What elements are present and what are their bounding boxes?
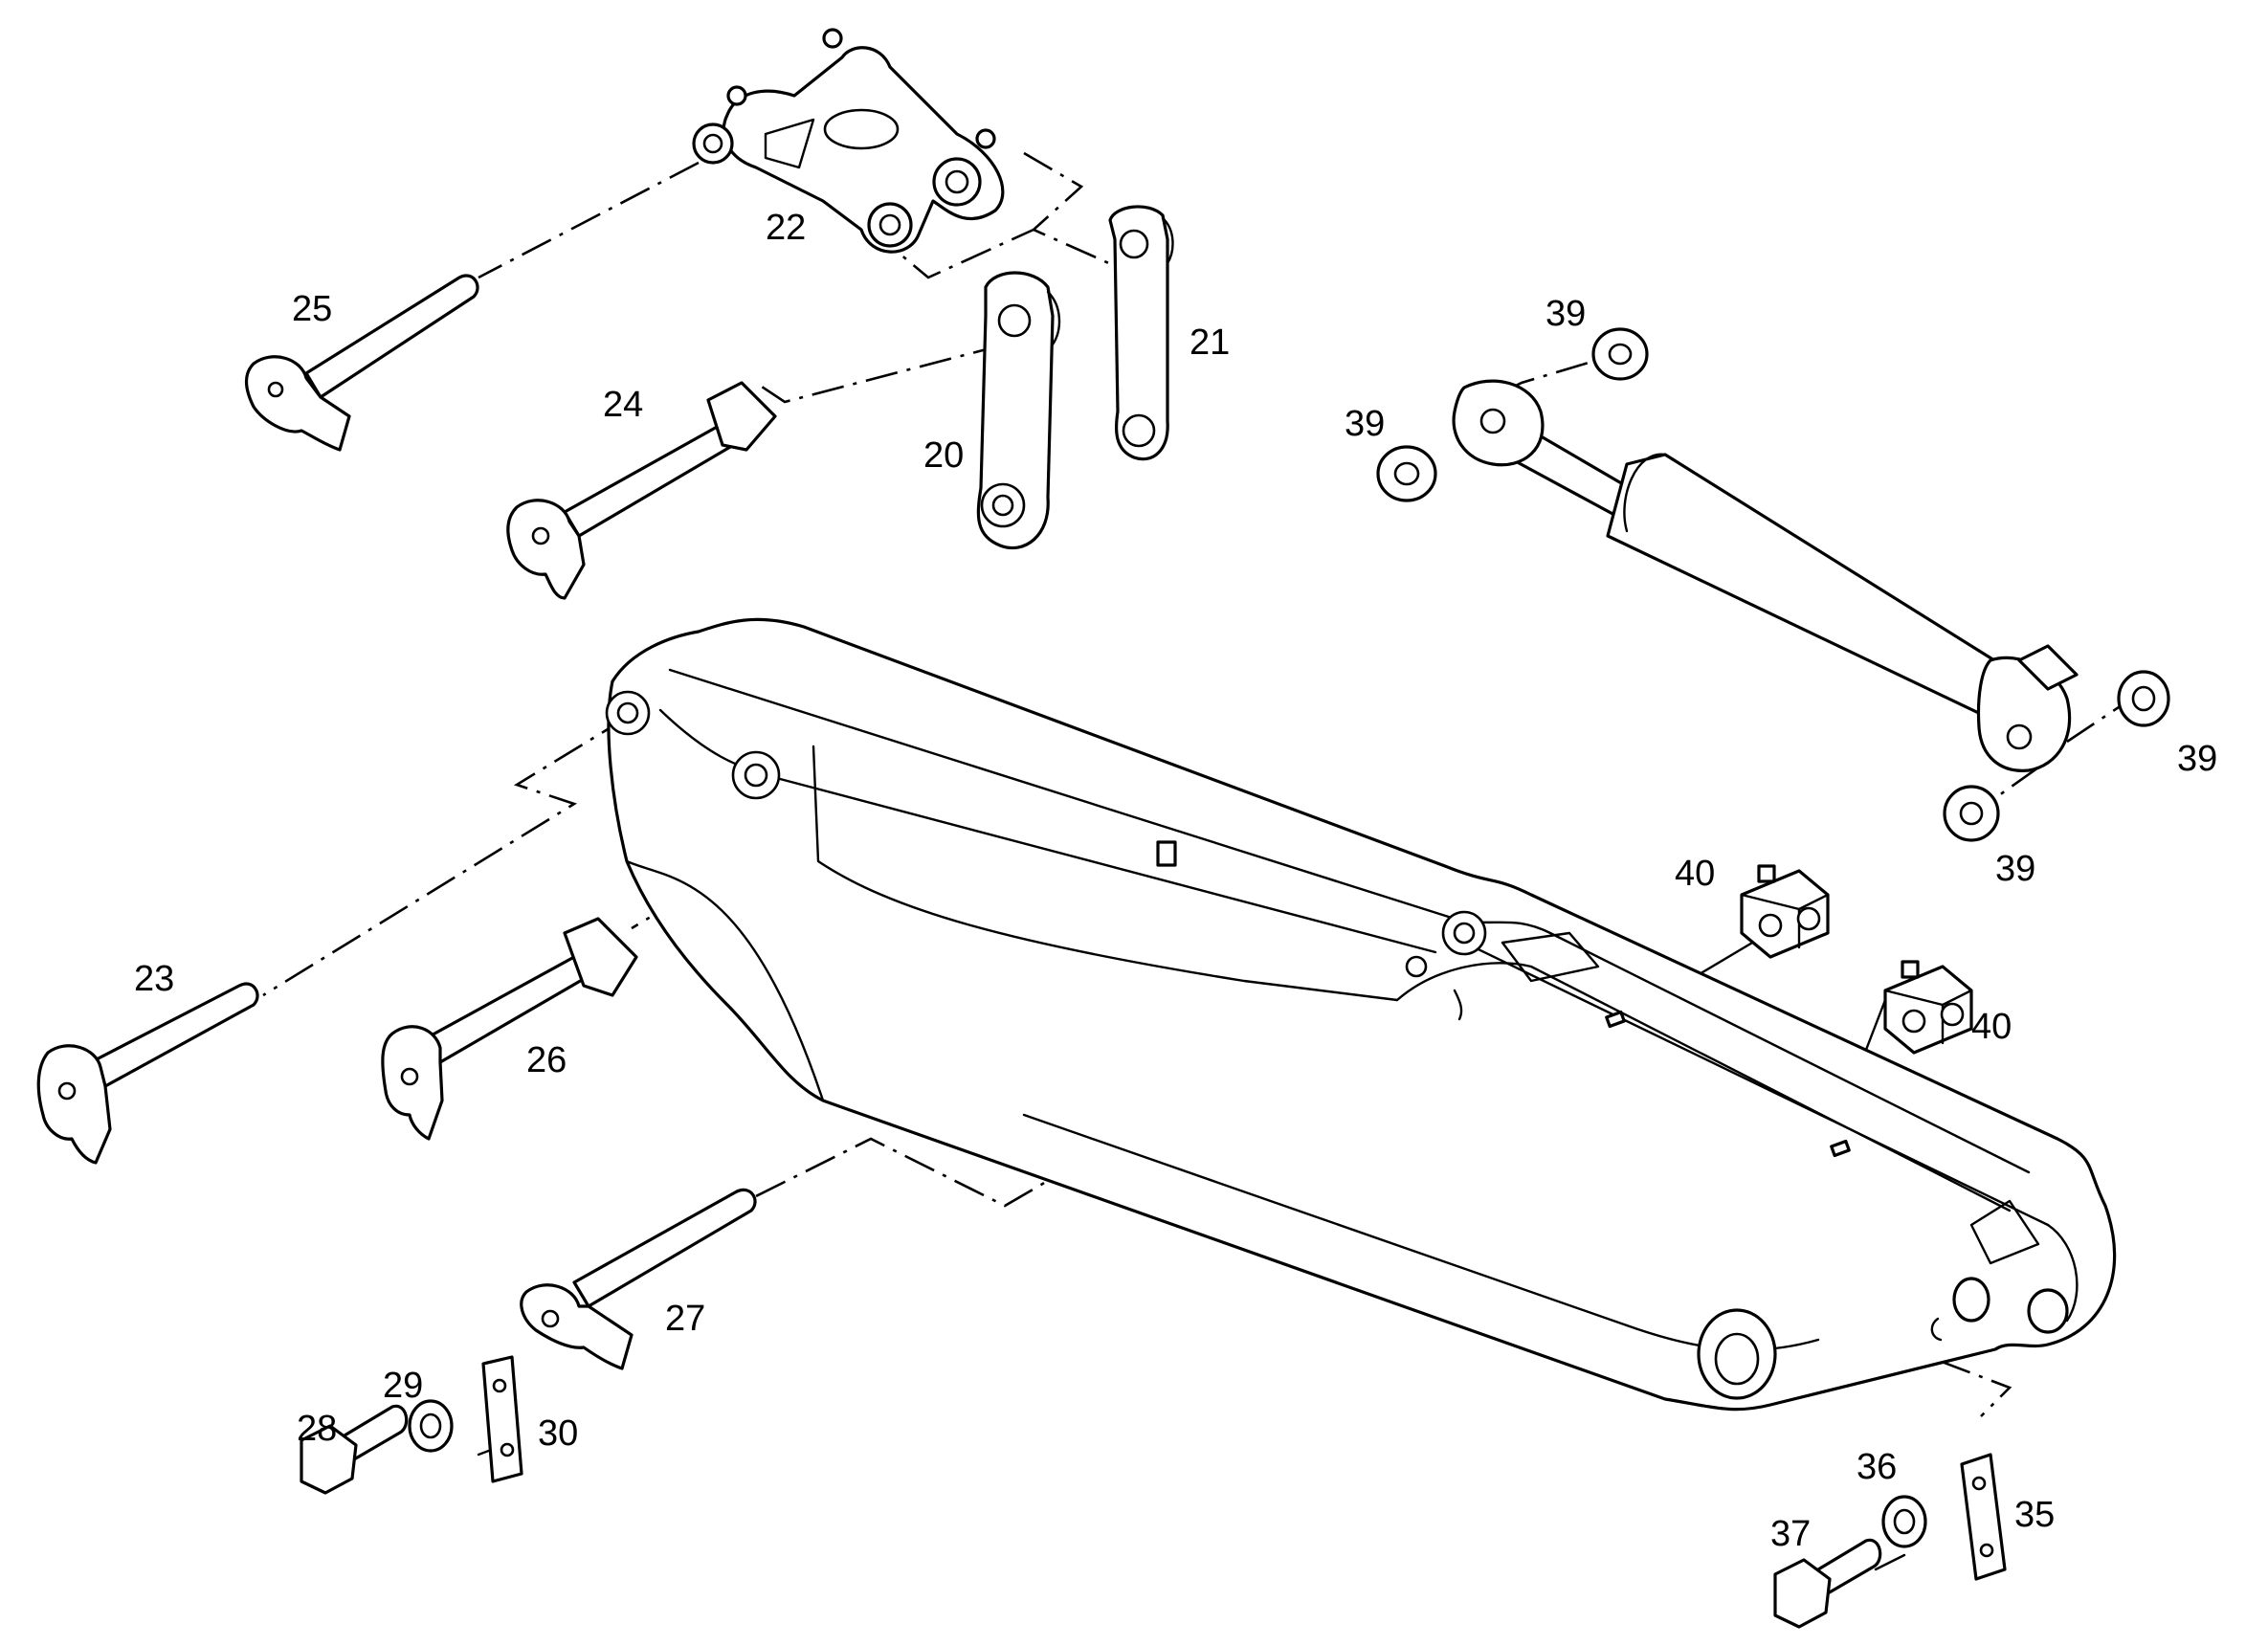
- callout-35: 35: [2014, 1495, 2055, 1535]
- pin-27: [520, 1188, 757, 1370]
- washer-39-top-left: [1376, 445, 1437, 502]
- callout-24: 24: [603, 385, 643, 425]
- callout-36: 36: [1857, 1447, 1897, 1487]
- link-21: [1108, 205, 1174, 461]
- clamp-40-upper: [1740, 864, 1830, 959]
- rocker-link-22: [692, 28, 1005, 254]
- callout-39-right: 39: [2177, 739, 2217, 779]
- callout-26: 26: [526, 1040, 567, 1080]
- callout-39-top-left: 39: [1345, 404, 1385, 444]
- washer-36: [1881, 1495, 1927, 1548]
- callout-25: 25: [292, 289, 332, 329]
- pin-23: [36, 982, 259, 1165]
- callouts: 20 21 22 23 24 25 26 27 28 29 30 35 36 3…: [134, 208, 2217, 1554]
- callout-40-upper: 40: [1675, 854, 1715, 894]
- washer-39-right: [2117, 670, 2170, 727]
- callout-40-lower: 40: [1971, 1007, 2012, 1047]
- callout-27: 27: [665, 1299, 705, 1339]
- callout-21: 21: [1190, 323, 1230, 363]
- boom-arm: [605, 617, 2117, 1412]
- washer-29: [408, 1399, 454, 1453]
- hydraulic-cylinder: [1452, 379, 2079, 772]
- callout-30: 30: [538, 1413, 578, 1454]
- callout-39-bottom: 39: [1995, 849, 2035, 889]
- callout-37: 37: [1770, 1514, 1811, 1554]
- washer-39-top-right: [1591, 327, 1649, 381]
- bolt-37: [1773, 1538, 1882, 1629]
- pin-26: [381, 917, 638, 1141]
- callout-29: 29: [383, 1366, 423, 1406]
- plate-30: [481, 1355, 523, 1483]
- callout-22: 22: [766, 208, 806, 248]
- link-20: [976, 271, 1061, 550]
- pin-25: [244, 274, 479, 452]
- callout-28: 28: [297, 1409, 337, 1449]
- clamp-40-lower: [1883, 960, 1973, 1055]
- callout-20: 20: [923, 435, 964, 476]
- callout-39-top-right: 39: [1545, 294, 1586, 334]
- pin-24: [506, 381, 777, 600]
- plate-35: [1960, 1453, 2007, 1581]
- callout-23: 23: [134, 959, 174, 999]
- bolt-28: [300, 1404, 409, 1495]
- washer-39-bottom: [1943, 785, 2000, 842]
